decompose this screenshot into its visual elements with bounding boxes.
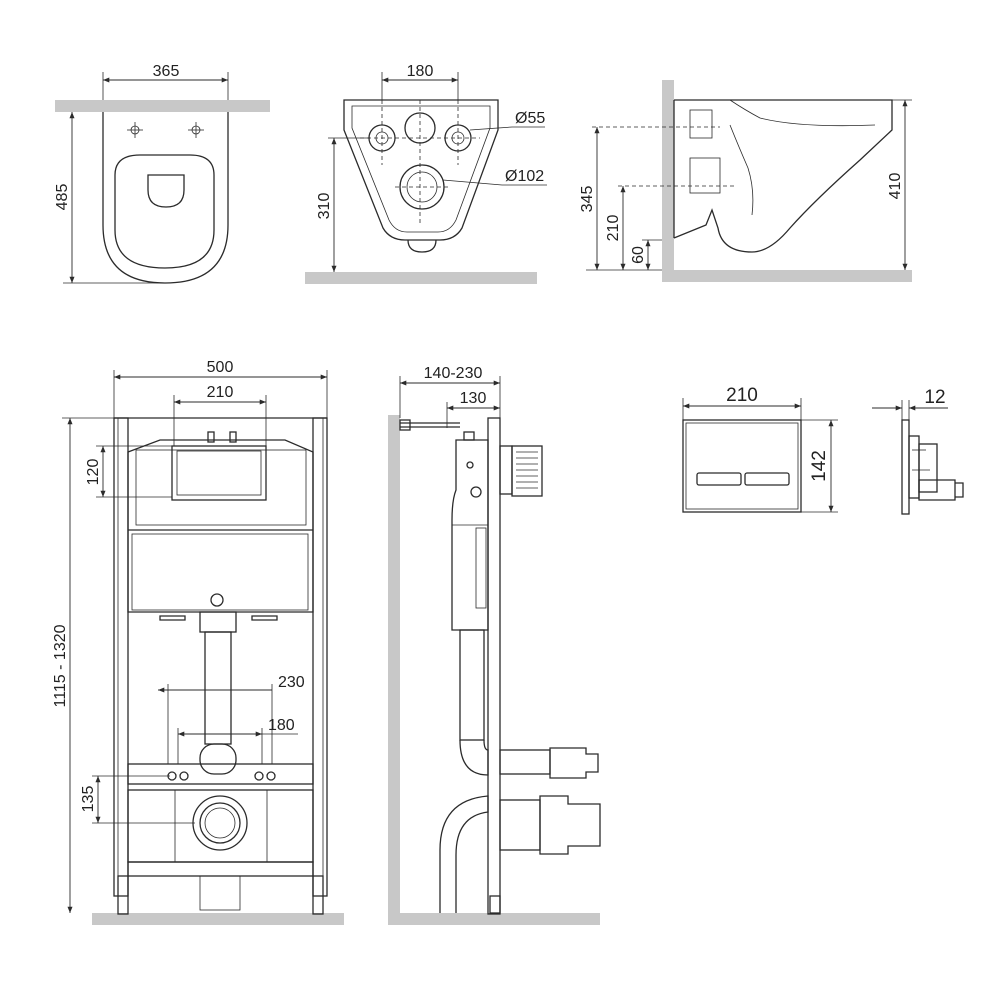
seat-outline [114, 154, 215, 269]
floor-band [662, 270, 912, 282]
frame-post-right [312, 417, 328, 897]
dim-plate-height: 142 [809, 450, 830, 482]
bowl-back-outline [343, 99, 499, 241]
dim-hole-spacing: 180 [407, 63, 434, 80]
dim-bowl-width: 365 [153, 63, 180, 80]
drain-elbow [439, 795, 489, 913]
bowl-opening [147, 174, 185, 208]
foot-left [117, 875, 129, 915]
frame-post-left [113, 417, 129, 897]
floor-band [305, 272, 537, 284]
plate-side [901, 419, 910, 515]
bowl-side-view: 345 210 60 410 [579, 80, 912, 282]
dim-depth-range: 140-230 [424, 365, 483, 382]
label-large-hole: Ø102 [505, 168, 544, 185]
inlet-connector [549, 747, 599, 779]
dim-bowl-depth: 485 [54, 184, 71, 211]
crossbar [127, 763, 314, 785]
dim-410: 410 [887, 173, 904, 200]
dim-plate-thickness: 12 [924, 387, 945, 408]
dim-frame-height: 1115 - 1320 [52, 624, 69, 707]
flush-pipe [204, 631, 232, 745]
drain-connector-side [539, 795, 601, 855]
dim-180: 180 [268, 717, 295, 734]
flush-pipe-side [459, 629, 485, 741]
wall-band [388, 415, 400, 925]
frame-post [487, 417, 501, 915]
cistern [127, 439, 314, 613]
button-side-view: 12 [872, 387, 964, 515]
bowl-outline [102, 112, 229, 284]
dim-plate-width: 210 [726, 385, 758, 406]
flush-actuator [511, 445, 543, 497]
flush-plate [682, 419, 802, 513]
dim-210: 210 [605, 215, 622, 242]
dim-bolt-height: 310 [316, 193, 333, 220]
half-flush-key [696, 472, 742, 486]
wall-band [55, 100, 270, 112]
dim-frame-width: 500 [207, 359, 234, 376]
bowl-side-outline [673, 99, 893, 253]
inlet-pipe [689, 109, 713, 139]
dim-230: 230 [278, 674, 305, 691]
drain-connector [192, 795, 248, 851]
foot-right [312, 875, 324, 915]
floor-band [92, 913, 344, 925]
bowl-top-view: 365 485 [54, 63, 270, 284]
label-small-hole: Ø55 [515, 110, 545, 127]
full-flush-key [744, 472, 790, 486]
outlet-pipe [689, 157, 721, 194]
dim-frame-inner: 210 [207, 384, 234, 401]
actuator-body [918, 479, 956, 501]
button-front-view: 210 142 [682, 385, 838, 513]
frame-side-view: 140-230 130 [388, 365, 601, 925]
dim-depth-130: 130 [460, 390, 487, 407]
wall-band [662, 80, 674, 282]
cistern-logo [210, 593, 224, 607]
dim-frame-top: 120 [85, 459, 102, 486]
dim-60: 60 [630, 246, 647, 264]
bowl-rear-view: 180 310 Ø55 Ø102 [305, 63, 547, 284]
cistern-opening [171, 445, 267, 501]
floor-band [388, 913, 600, 925]
dim-345: 345 [579, 186, 596, 213]
dim-135: 135 [80, 786, 97, 813]
frame-front-view: 500 210 120 1115 - 1320 230 180 135 [52, 359, 344, 925]
